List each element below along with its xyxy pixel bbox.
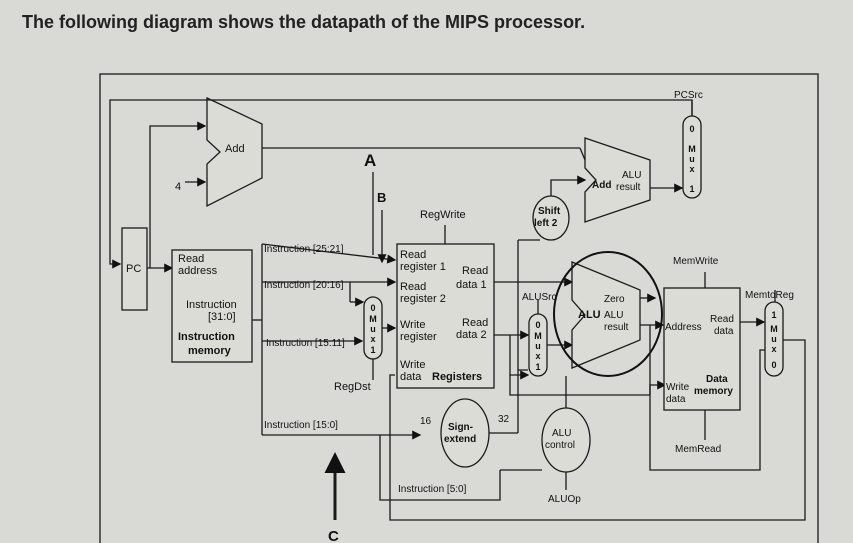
alu-result-line2: result: [604, 322, 629, 333]
alu-result-line1: ALU: [604, 310, 623, 321]
pcsrc-mux-0: 0: [689, 124, 694, 134]
alusrc-mux-1: 1: [535, 362, 540, 372]
registers-label: Registers: [432, 371, 482, 383]
regdst-mux-u: u: [370, 324, 376, 334]
constant-four: 4: [175, 181, 181, 193]
instr-15-0-label: Instruction [15:0]: [264, 420, 338, 431]
regwrite-label: RegWrite: [420, 209, 466, 221]
regdst-mux-0: 0: [370, 303, 375, 313]
read-register-2-line1: Read: [400, 281, 426, 293]
shift-line2: left 2: [534, 218, 558, 229]
read-register-1-line2: register 1: [400, 261, 446, 273]
im-read-label: Read: [178, 253, 204, 265]
instr-25-21-label: Instruction [25:21]: [264, 244, 344, 255]
read-register-2-line2: register 2: [400, 293, 446, 305]
alu-highlight-circle: [553, 251, 663, 377]
memtoreg-mux-m: M: [770, 324, 778, 334]
alusrc-mux-x: x: [535, 351, 540, 361]
dm-address-label: Address: [665, 322, 702, 333]
branch-alu-label: ALU: [622, 170, 641, 181]
question-heading: The following diagram shows the datapath…: [22, 12, 586, 32]
branch-adder: [584, 137, 651, 223]
memtoreg-label: MemtoReg: [745, 290, 794, 301]
im-address-label: address: [178, 265, 218, 277]
label-c: C: [328, 528, 339, 543]
write-data-line2: data: [400, 371, 422, 383]
memtoreg-mux: [764, 301, 784, 377]
dm-write-line1: Write: [666, 382, 690, 393]
branch-result-label: result: [616, 182, 641, 193]
alusrc-label: ALUSrc: [522, 292, 556, 303]
branch-add-label: Add: [592, 180, 611, 191]
zero-label: Zero: [604, 294, 625, 305]
write-register-line2: register: [400, 331, 437, 343]
dm-write-line2: data: [666, 394, 686, 405]
alu-control-line1: ALU: [552, 428, 571, 439]
sign-extend-line2: extend: [444, 434, 476, 445]
dm-read-line1: Read: [710, 314, 734, 325]
sign-extend-line1: Sign-: [448, 422, 473, 433]
pcsrc-mux-u: u: [689, 154, 695, 164]
regdst-mux-m: M: [369, 314, 377, 324]
pc-label: PC: [126, 263, 141, 275]
read-register-1-line1: Read: [400, 249, 426, 261]
width-32-label: 32: [498, 414, 510, 425]
label-b: B: [377, 190, 386, 205]
dm-memory-label: memory: [694, 386, 733, 397]
memtoreg-mux-1: 1: [771, 310, 776, 320]
memwrite-label: MemWrite: [673, 256, 719, 267]
memread-label: MemRead: [675, 444, 721, 455]
alu-control-line2: control: [545, 440, 575, 451]
write-register-line1: Write: [400, 319, 425, 331]
regdst-label: RegDst: [334, 381, 371, 393]
instruction-memory: [171, 249, 253, 363]
pcsrc-mux-m: M: [688, 144, 696, 154]
data-memory: [663, 287, 741, 411]
read-data-1-line1: Read: [462, 265, 488, 277]
read-data-1-line2: data 1: [456, 279, 487, 291]
read-data-2-line2: data 2: [456, 329, 487, 341]
add-label: Add: [225, 143, 245, 155]
memtoreg-mux-0: 0: [771, 360, 776, 370]
dm-data-label: Data: [706, 374, 728, 385]
width-16-label: 16: [420, 416, 432, 427]
im-range-label: [31:0]: [208, 311, 236, 323]
pc-adder: [206, 96, 263, 208]
alusrc-mux-0: 0: [535, 320, 540, 330]
im-name-line1: Instruction: [178, 331, 235, 343]
im-name-line2: memory: [188, 345, 232, 357]
shift-line1: Shift: [538, 206, 561, 217]
alusrc-mux-u: u: [535, 341, 541, 351]
label-a: A: [364, 151, 376, 170]
alusrc-mux-m: M: [534, 331, 542, 341]
regdst-mux-1: 1: [370, 345, 375, 355]
memtoreg-mux-u: u: [771, 334, 777, 344]
memtoreg-mux-x: x: [771, 344, 776, 354]
diagram-frame: [99, 73, 819, 543]
pcsrc-mux-x: x: [689, 164, 694, 174]
pcsrc-label: PCSrc: [674, 90, 703, 101]
pcsrc-mux-1: 1: [689, 184, 694, 194]
im-instruction-label: Instruction: [186, 299, 237, 311]
sign-extend: [440, 398, 490, 468]
instr-5-0-label: Instruction [5:0]: [398, 484, 467, 495]
read-data-2-line1: Read: [462, 317, 488, 329]
regdst-mux-x: x: [370, 334, 375, 344]
register-file: [396, 243, 495, 389]
alu-label: ALU: [578, 309, 601, 321]
dm-read-line2: data: [714, 326, 734, 337]
instr-15-11-label: Instruction [15:11]: [266, 338, 345, 349]
write-data-line1: Write: [400, 359, 425, 371]
aluop-label: ALUOp: [548, 494, 581, 505]
instr-20-16-label: Instruction [20:16]: [264, 280, 344, 291]
pc-register: [121, 227, 148, 311]
